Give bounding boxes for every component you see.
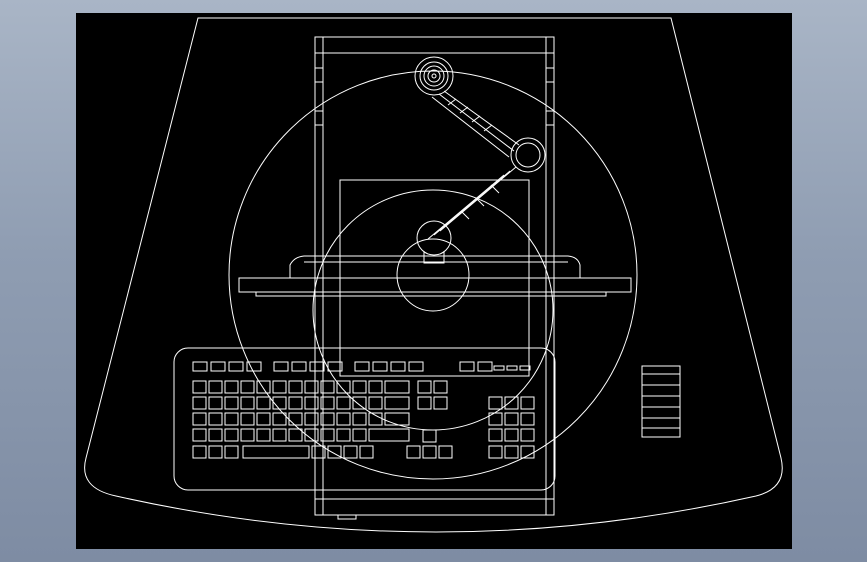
desk-outline xyxy=(85,18,783,532)
cpu-tower xyxy=(315,37,554,519)
reach-circle-outer xyxy=(229,71,637,479)
reach-circle-inner xyxy=(313,190,553,430)
keyboard xyxy=(174,348,555,490)
cad-viewport[interactable] xyxy=(76,13,792,549)
keyboard-main-block xyxy=(193,381,409,458)
monitor-base-circle xyxy=(397,239,469,311)
keyboard-function-row xyxy=(193,362,530,371)
keyboard-navigation-keys xyxy=(407,381,452,458)
monitor-arm xyxy=(415,57,545,263)
keyboard-numpad xyxy=(489,397,534,458)
side-vent-panel xyxy=(642,366,680,437)
monitor xyxy=(239,256,631,296)
workstation-top-view-drawing xyxy=(76,13,792,549)
